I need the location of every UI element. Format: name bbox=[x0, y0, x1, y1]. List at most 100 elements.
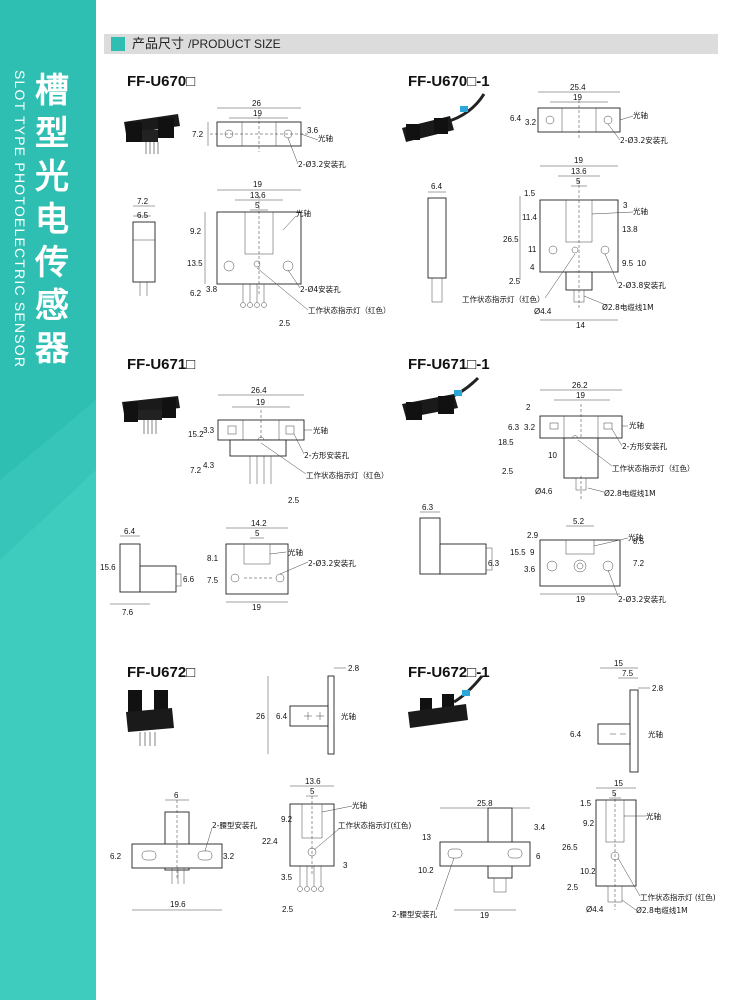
sensor-photo-u672 bbox=[126, 690, 174, 746]
dim-text: 3.2 bbox=[223, 852, 235, 861]
dim-text: 26.5 bbox=[503, 235, 519, 244]
drawing-u671-front: 14.2 5 8.1 7.5 19 光轴 2-Ø3.2安装孔 bbox=[207, 519, 356, 612]
drawing-u672-1-side: 15 5 1.5 9.2 26.5 10.2 2.5 光轴 工作状态指示灯 (红… bbox=[562, 779, 716, 915]
dim-text: 26.4 bbox=[251, 386, 267, 395]
dim-text: 7.2 bbox=[192, 130, 204, 139]
dim-text: 19 bbox=[573, 93, 582, 102]
dim-text: 19 bbox=[253, 109, 262, 118]
dim-text: 15.2 bbox=[188, 430, 204, 439]
label-hole: 2-腰型安装孔 bbox=[212, 820, 257, 830]
dim-text: 10 bbox=[637, 259, 646, 268]
dim-text: 1.5 bbox=[580, 799, 592, 808]
dim-text: 7.5 bbox=[207, 576, 219, 585]
dim-text: 26 bbox=[256, 712, 265, 721]
dim-text: 5 bbox=[612, 789, 617, 798]
dim-text: 7.5 bbox=[622, 669, 634, 678]
dim-text: 15.5 bbox=[510, 548, 526, 557]
dim-text: 6.5 bbox=[137, 211, 149, 220]
dim-text: 1.5 bbox=[524, 189, 536, 198]
header-title-cn: 产品尺寸 bbox=[132, 37, 185, 52]
dim-text: 11 bbox=[528, 245, 537, 254]
dim-text: 6.3 bbox=[488, 559, 500, 568]
drawing-u671-1-front: 5.2 2.9 15.5 9 3.6 8.5 7.2 19 光轴 2-Ø3.2安… bbox=[510, 517, 666, 604]
label-optical-axis: 光轴 bbox=[318, 133, 333, 143]
dim-text: 6.2 bbox=[190, 289, 202, 298]
label-optical-axis: 光轴 bbox=[288, 547, 303, 557]
label-optical-axis: 光轴 bbox=[633, 110, 648, 120]
dim-text: 9.2 bbox=[281, 815, 293, 824]
section-header-marker bbox=[111, 37, 125, 51]
dim-text: 9.5 bbox=[622, 259, 634, 268]
label-hole: 2-Ø3.2安装孔 bbox=[620, 135, 668, 145]
label-optical-axis: 光轴 bbox=[628, 532, 643, 542]
dim-text: 25.4 bbox=[570, 83, 586, 92]
model-title-u672-1: FF-U672□-1 bbox=[408, 664, 490, 681]
dim-text: 9.2 bbox=[190, 227, 202, 236]
sensor-photo-u671 bbox=[122, 396, 180, 434]
dim-text: 19 bbox=[576, 595, 585, 604]
drawing-u670-1-top: 25.4 19 6.4 3.2 光轴 2-Ø3.2安装孔 bbox=[510, 83, 668, 145]
dim-text: 2 bbox=[526, 403, 531, 412]
dim-text: 26.5 bbox=[562, 843, 578, 852]
dim-text: 19 bbox=[480, 911, 489, 920]
label-hole: 2-Ø3.8安装孔 bbox=[618, 280, 666, 290]
dim-text: 10.2 bbox=[580, 867, 596, 876]
dim-text: 8.5 bbox=[633, 537, 645, 546]
dim-text: 8.1 bbox=[207, 554, 219, 563]
label-indicator: 工作状态指示灯（红色） bbox=[308, 305, 391, 315]
model-title-u671: FF-U671□ bbox=[127, 356, 196, 373]
dim-text: 19 bbox=[253, 180, 262, 189]
dim-text: 15 bbox=[614, 779, 623, 788]
dim-text: 6.3 bbox=[508, 423, 520, 432]
dim-text: 13.6 bbox=[305, 777, 321, 786]
sensor-photo-u670-1 bbox=[402, 93, 486, 142]
label-optical-axis: 光轴 bbox=[352, 800, 367, 810]
dim-text: 13.5 bbox=[187, 259, 203, 268]
sidebar-banner: 槽型光电传感器 SLOT TYPE PHOTOELECTRIC SENSOR bbox=[0, 0, 96, 1000]
dim-text: 11.4 bbox=[522, 213, 538, 222]
label-hole: 2-Ø3.2安装孔 bbox=[298, 159, 346, 169]
drawing-u671-1-top: 26.2 19 2 6.3 3.2 18.5 10 2.5 Ø4.6 光轴 2-… bbox=[498, 381, 695, 500]
sidebar-title-en: SLOT TYPE PHOTOELECTRIC SENSOR bbox=[12, 70, 28, 369]
drawing-u670-side: 7.2 6.5 bbox=[132, 197, 156, 296]
model-title-u672: FF-U672□ bbox=[127, 664, 196, 681]
dim-text: 3.8 bbox=[206, 285, 218, 294]
label-cable: Ø2.8电缆线1M bbox=[602, 302, 654, 312]
label-hole: 2-Ø3.2安装孔 bbox=[308, 558, 356, 568]
label-indicator: 工作状态指示灯 (红色) bbox=[640, 892, 716, 902]
dim-text: 2.5 bbox=[567, 883, 579, 892]
dim-text: 2.8 bbox=[348, 664, 360, 673]
dim-text: 3.2 bbox=[524, 423, 536, 432]
label-hole: 2-Ø3.2安装孔 bbox=[618, 594, 666, 604]
dim-text: 6.2 bbox=[110, 852, 122, 861]
dim-text: 6 bbox=[174, 791, 179, 800]
label-optical-axis: 光轴 bbox=[296, 208, 311, 218]
dim-text: 3.5 bbox=[281, 873, 293, 882]
section-header-title: 产品尺寸 /PRODUCT SIZE bbox=[132, 36, 281, 53]
dim-text: 10 bbox=[548, 451, 557, 460]
dim-text: 2.5 bbox=[279, 319, 291, 328]
dim-text: 3.4 bbox=[534, 823, 546, 832]
dim-text: 13 bbox=[422, 833, 431, 842]
drawing-u672-front: 6 6.2 3.2 19.6 2-腰型安装孔 bbox=[110, 791, 257, 911]
dim-text: 13.8 bbox=[622, 225, 638, 234]
dim-text: 9 bbox=[530, 548, 535, 557]
label-hole: 2-腰型安装孔 bbox=[392, 909, 437, 919]
dim-text: 2.8 bbox=[652, 684, 664, 693]
model-title-u670: FF-U670□ bbox=[127, 73, 196, 90]
drawing-u670-front: 19 13.6 5 9.2 13.5 6.2 3.8 2.5 光轴 2-Ø4安装… bbox=[187, 180, 391, 328]
dim-text: 14 bbox=[576, 321, 585, 330]
dim-text: 5 bbox=[310, 787, 315, 796]
sensor-photo-u670 bbox=[124, 114, 180, 154]
dim-text: 3 bbox=[623, 201, 628, 210]
section-header-bar bbox=[104, 34, 718, 54]
dim-text: 6.4 bbox=[276, 712, 288, 721]
label-hole: 2-方形安装孔 bbox=[304, 450, 349, 460]
sidebar-decoration bbox=[0, 400, 96, 1000]
dim-text: 25.8 bbox=[477, 799, 493, 808]
dim-text: 15 bbox=[614, 659, 623, 668]
dim-text: 9.2 bbox=[583, 819, 595, 828]
dim-text: 4.3 bbox=[203, 461, 215, 470]
header-title-en: /PRODUCT SIZE bbox=[188, 37, 281, 51]
sensor-photo-u672-1 bbox=[408, 675, 484, 728]
